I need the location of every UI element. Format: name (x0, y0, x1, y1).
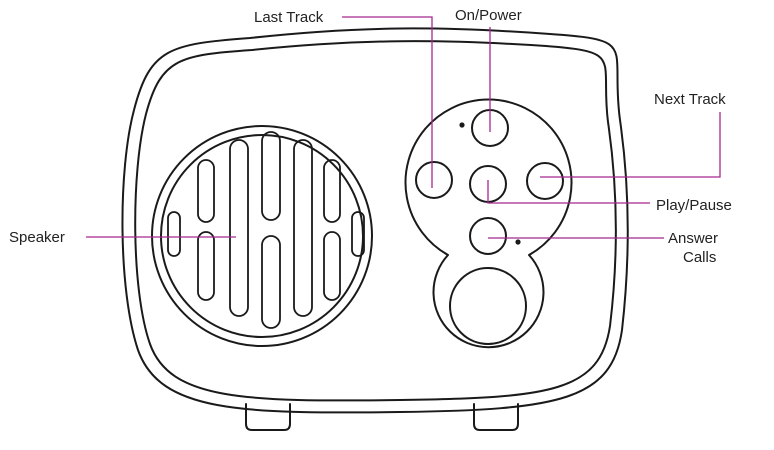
leader-line-play-pause (487, 180, 650, 204)
left-foot (245, 403, 291, 431)
grille-slot (229, 139, 249, 317)
grille-slot (323, 159, 341, 223)
grille-slot (261, 131, 281, 221)
speaker-body-inner (134, 40, 617, 402)
speaker-body-outer (121, 27, 629, 414)
next-track-button[interactable] (526, 162, 564, 200)
volume-knob[interactable] (449, 267, 527, 345)
leader-line-next-track (540, 112, 721, 178)
power-indicator-dot (459, 122, 465, 128)
label-answer-calls-line2: Calls (683, 249, 716, 266)
answer-calls-button[interactable] (469, 217, 507, 255)
label-next-track: Next Track (654, 91, 726, 108)
grille-outer-ring (151, 125, 373, 347)
grille-inner-ring (160, 134, 364, 338)
last-track-button[interactable] (415, 161, 453, 199)
label-on-power: On/Power (455, 7, 522, 24)
label-answer-calls-line1: Answer (668, 230, 718, 247)
grille-slot (197, 159, 215, 223)
call-indicator-dot (515, 239, 521, 245)
label-last-track: Last Track (254, 9, 324, 26)
grille-slot (261, 235, 281, 329)
control-panel-outline (404, 98, 573, 349)
grille-slot (293, 139, 313, 317)
label-play-pause: Play/Pause (656, 197, 732, 214)
label-speaker: Speaker (9, 229, 65, 246)
leader-line-last-track (342, 16, 433, 188)
grille-slot (167, 211, 181, 257)
grille-slot (323, 231, 341, 301)
right-foot (473, 403, 519, 431)
speaker-grille (151, 125, 373, 347)
grille-slot (351, 211, 365, 257)
grille-slot (197, 231, 215, 301)
